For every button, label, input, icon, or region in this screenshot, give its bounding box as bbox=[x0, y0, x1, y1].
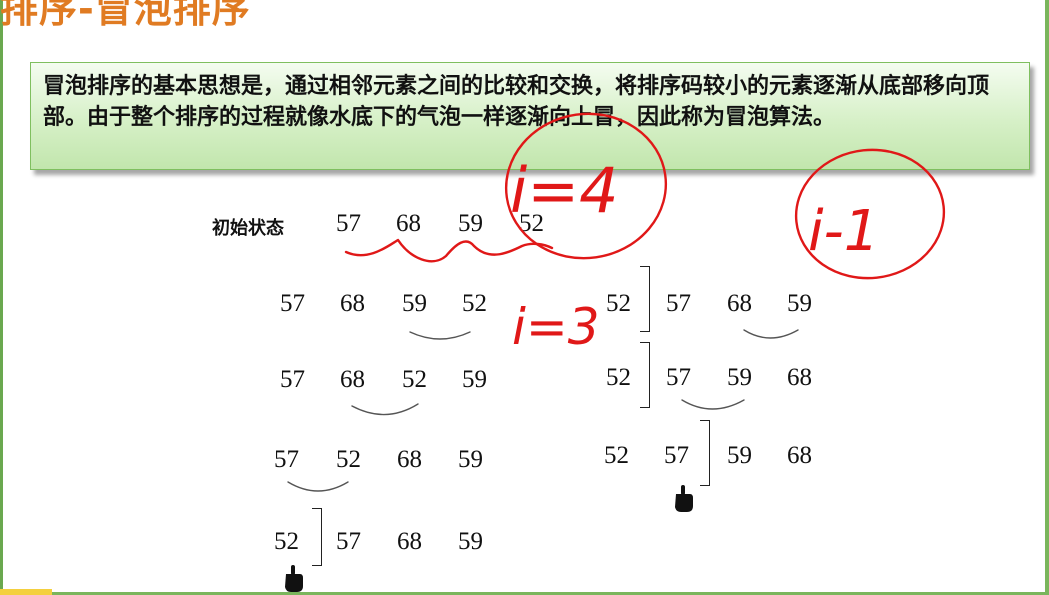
initial-value: 57 bbox=[336, 210, 361, 237]
pass2-step2-value: 59 bbox=[727, 364, 752, 391]
pass1-result-value: 59 bbox=[458, 528, 483, 555]
pass2-step1-value: 57 bbox=[666, 290, 691, 317]
pass1-step3-value: 52 bbox=[336, 446, 361, 473]
hand-pointer-icon bbox=[285, 565, 303, 592]
definition-box: 冒泡排序的基本思想是，通过相邻元素之间的比较和交换，将排序码较小的元素逐渐从底部… bbox=[30, 62, 1030, 170]
sorted-boundary-bracket bbox=[700, 420, 710, 486]
pass2-result-value: 59 bbox=[727, 442, 752, 469]
pass2-result-value: 52 bbox=[604, 442, 629, 469]
pass1-step2-value: 68 bbox=[340, 366, 365, 393]
pass1-step1-value: 52 bbox=[462, 290, 487, 317]
sorted-boundary-bracket bbox=[312, 508, 322, 566]
initial-value: 52 bbox=[519, 210, 544, 237]
pass2-step2-value: 68 bbox=[787, 364, 812, 391]
pass2-step2-value: 57 bbox=[666, 364, 691, 391]
comparison-arc bbox=[351, 403, 419, 416]
pass2-step2-value: 52 bbox=[606, 364, 631, 391]
comparison-arc bbox=[743, 329, 799, 339]
comparison-arc bbox=[409, 331, 471, 340]
pass2-step1-value: 52 bbox=[606, 290, 631, 317]
pass1-step3-value: 59 bbox=[458, 446, 483, 473]
pass1-step2-value: 52 bbox=[402, 366, 427, 393]
frame-left-border bbox=[0, 0, 3, 595]
pass1-step3-value: 68 bbox=[397, 446, 422, 473]
pass2-step1-value: 59 bbox=[787, 290, 812, 317]
sorted-boundary-bracket bbox=[640, 266, 650, 332]
handwritten-note: i-1 bbox=[808, 199, 879, 264]
pass1-step1-value: 57 bbox=[280, 290, 305, 317]
corner-marker bbox=[0, 589, 52, 595]
pass1-result-value: 52 bbox=[274, 528, 299, 555]
pass1-step1-value: 59 bbox=[402, 290, 427, 317]
sorted-boundary-bracket bbox=[640, 342, 650, 408]
ink-squiggle bbox=[344, 238, 554, 263]
pass1-result-value: 68 bbox=[397, 528, 422, 555]
pass2-step1-value: 68 bbox=[727, 290, 752, 317]
pass2-result-value: 68 bbox=[787, 442, 812, 469]
comparison-arc bbox=[287, 481, 349, 492]
pass1-result-value: 57 bbox=[336, 528, 361, 555]
frame-bottom-border bbox=[0, 592, 1049, 595]
pass1-step3-value: 57 bbox=[274, 446, 299, 473]
pass2-result-value: 57 bbox=[664, 442, 689, 469]
hand-pointer-icon bbox=[675, 485, 693, 512]
definition-text: 冒泡排序的基本思想是，通过相邻元素之间的比较和交换，将排序码较小的元素逐渐从底部… bbox=[43, 74, 990, 130]
initial-value: 59 bbox=[458, 210, 483, 237]
pass1-step2-value: 59 bbox=[462, 366, 487, 393]
frame-right-border bbox=[1045, 0, 1049, 595]
pass1-step1-value: 68 bbox=[340, 290, 365, 317]
handwritten-note: i=3 bbox=[512, 298, 600, 356]
slide-title: 排序-冒泡排序 bbox=[0, 0, 251, 31]
initial-state-label: 初始状态 bbox=[212, 218, 284, 239]
comparison-arc bbox=[681, 399, 745, 410]
initial-value: 68 bbox=[396, 210, 421, 237]
pass1-step2-value: 57 bbox=[280, 366, 305, 393]
